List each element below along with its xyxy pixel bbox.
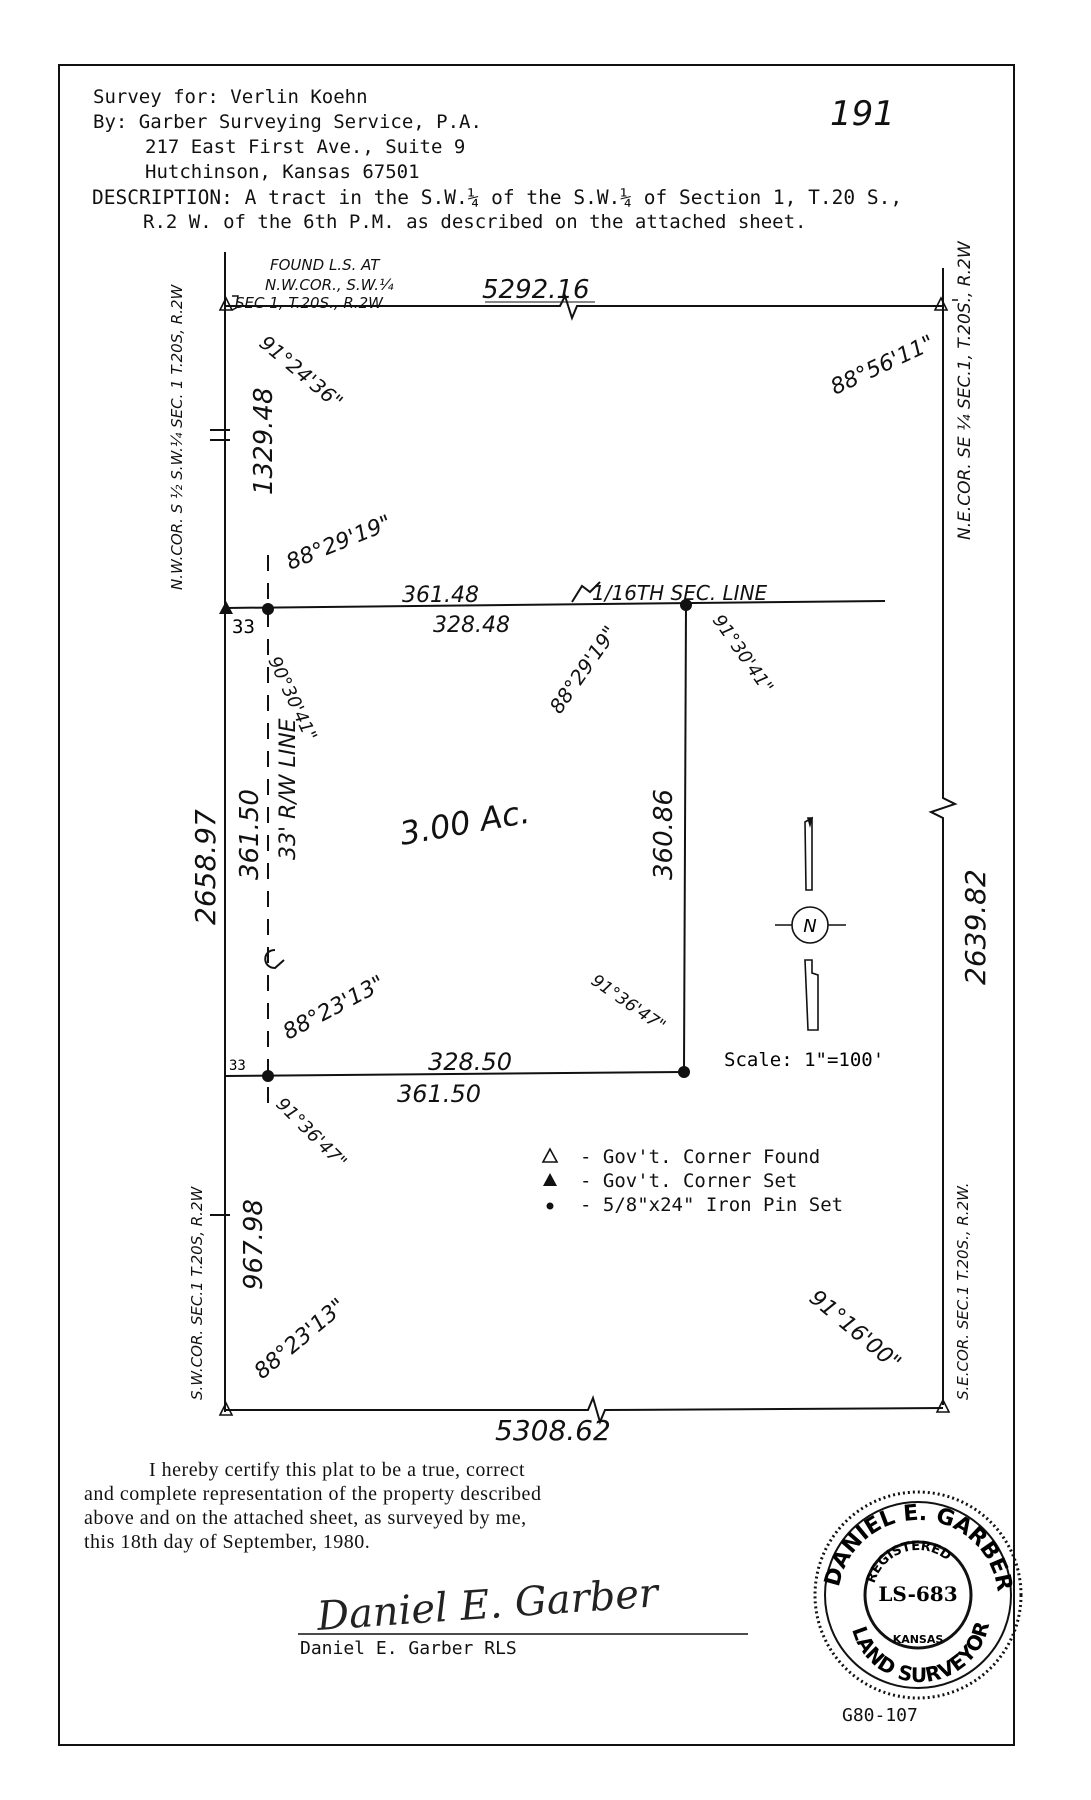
description-line-1: DESCRIPTION: A tract in the S.W.¼ of the… <box>92 186 903 209</box>
tract-east-line <box>683 604 687 1071</box>
page-number: 191 <box>830 94 895 134</box>
seal-title: LAND SURVEYOR <box>847 1619 994 1687</box>
page-border <box>58 64 1015 1746</box>
sw-distance: 967.98 <box>239 1199 269 1290</box>
ne-angle: 88°56'11" <box>827 331 938 401</box>
tract-nw-angle: 88°29'19" <box>283 511 395 576</box>
description-line-2: R.2 W. of the 6th P.M. as described on t… <box>143 211 807 233</box>
gov-corner-found-sw <box>218 1401 234 1416</box>
legend-pin-icon <box>546 1202 554 1210</box>
certification-line-1: I hereby certify this plat to be a true,… <box>149 1459 526 1481</box>
se-angle: 91°16'00" <box>804 1285 905 1376</box>
line-361-48: 361.48 <box>402 583 479 608</box>
seal-number: LS-683 <box>878 1582 957 1606</box>
line-361-50-bottom: 361.50 <box>397 1080 481 1108</box>
legend-pin: - 5/8"x24" Iron Pin Set <box>580 1194 844 1216</box>
tract-sw-angle: 88°23'13" <box>279 971 389 1045</box>
signature-script: Daniel E. Garber <box>314 1570 662 1640</box>
certification-line-2: and complete representation of the prope… <box>84 1483 542 1505</box>
gov-corner-found-ne <box>933 296 949 311</box>
offset-33-top: 33 <box>232 616 255 638</box>
gov-corner-found-se <box>935 1398 951 1413</box>
north-arrow-icon <box>775 816 846 1031</box>
gov-corner-found-nw <box>218 296 234 311</box>
svg-text:LAND SURVEYOR: LAND SURVEYOR <box>847 1619 994 1687</box>
legend-found-icon <box>541 1147 559 1163</box>
address-line-2: Hutchinson, Kansas 67501 <box>145 161 420 183</box>
south-distance: 5308.62 <box>495 1414 611 1447</box>
sw-corner-label: S.W.COR. SEC.1 T.20S, R.2W <box>188 1186 206 1400</box>
tract-se-angle: 91°36'47" <box>587 971 669 1037</box>
tract-east-distance: 360.86 <box>649 789 679 880</box>
found-note-1: FOUND L.S. AT <box>270 256 381 274</box>
east-section-line <box>928 268 958 1405</box>
sixteenth-line-label: 1/16TH SEC. LINE <box>592 581 768 605</box>
nw-corner-label: N.W.COR. S ½ S.W.¼ SEC. 1 T.20S, R.2W <box>168 283 186 590</box>
line-328-48: 328.48 <box>433 613 510 638</box>
area-label: 3.00 Ac. <box>397 793 533 853</box>
east-distance: 2639.82 <box>959 869 992 985</box>
legend-found: - Gov't. Corner Found <box>580 1146 821 1168</box>
found-note-2: N.W.COR., S.W.¼ <box>265 276 394 294</box>
offset-33-bottom: 33 <box>229 1058 246 1074</box>
ne-corner-label: N.E.COR. SE ¼ SEC.1, T.20S., R.2W <box>955 240 975 540</box>
north-line <box>225 293 943 321</box>
iron-pin-sw <box>262 1070 274 1082</box>
line-361-50: 361.50 <box>235 789 265 880</box>
certification-line-4: this 18th day of September, 1980. <box>84 1531 371 1553</box>
signer-name: Daniel E. Garber RLS <box>300 1638 517 1659</box>
tract-ne-angle: 88°29'19" <box>544 621 622 718</box>
south-line <box>225 1395 944 1425</box>
tract-south-line <box>224 1071 685 1077</box>
scale-label: Scale: 1"=100' <box>724 1049 884 1071</box>
rw-line-label: 33' R/W LINE <box>276 718 301 860</box>
gov-corner-set <box>219 601 233 614</box>
east-angle: 91°30'41" <box>708 611 777 698</box>
iron-pin-nw <box>262 603 274 615</box>
sw-angle: 88°23'13" <box>250 1294 351 1385</box>
surveyor-seal: DANIEL E. GARBER REGISTERED LS-683 KANSA… <box>813 1490 1023 1700</box>
survey-for: Survey for: Verlin Koehn <box>93 86 368 108</box>
found-note-3: SEC 1, T.20S., R.2W <box>235 294 384 312</box>
se-corner-label: S.E.COR. SEC.1 T.20S., R.2W. <box>954 1183 972 1401</box>
legend-set: - Gov't. Corner Set <box>580 1170 798 1192</box>
certification-line-3: above and on the attached sheet, as surv… <box>84 1507 527 1529</box>
nw-distance: 1329.48 <box>249 387 279 495</box>
legend-set-icon <box>543 1173 557 1186</box>
surveyor-firm: By: Garber Surveying Service, P.A. <box>93 111 482 133</box>
signature: Daniel E. Garber <box>314 1570 662 1640</box>
iron-pin-se <box>678 1066 690 1078</box>
north-distance: 5292.16 <box>482 275 590 305</box>
line-328-50: 328.50 <box>428 1048 512 1076</box>
sixteenth-section-line <box>224 600 886 609</box>
west-distance: 2658.97 <box>189 809 222 925</box>
seal-state: KANSAS <box>893 1633 944 1646</box>
north-letter: N <box>803 916 816 937</box>
address-line-1: 217 East First Ave., Suite 9 <box>145 136 466 158</box>
sw-angle-lower: 91°36'47" <box>271 1094 350 1173</box>
iron-pin-ne <box>680 599 692 611</box>
certification-block: I hereby certify this plat to be a true,… <box>84 1458 784 1554</box>
job-number: G80-107 <box>842 1705 918 1726</box>
